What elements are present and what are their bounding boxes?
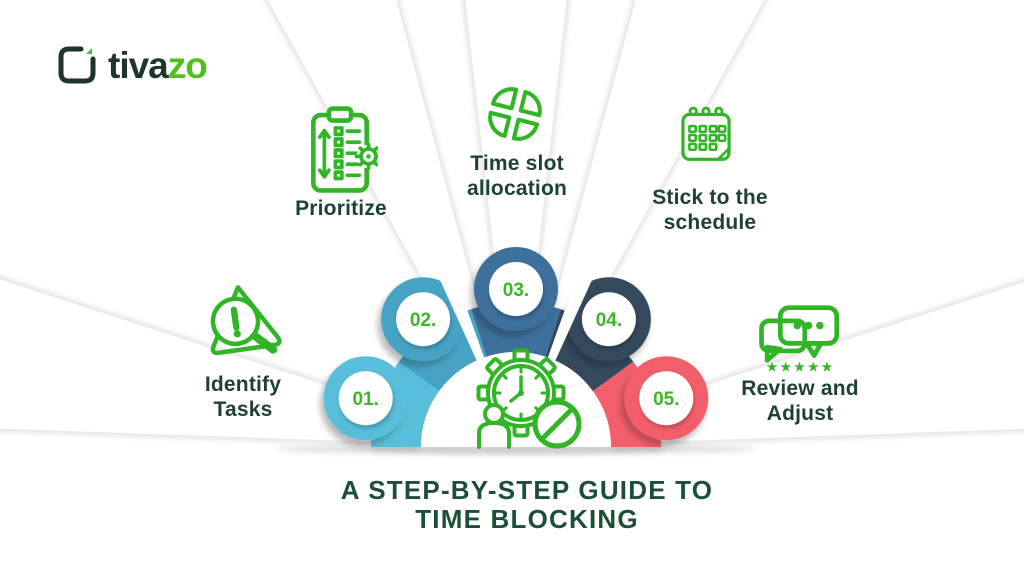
step-number-text: 03. (503, 280, 529, 301)
step-number-circle (396, 292, 451, 347)
step-number-badges: 01. 02. 03. 04. 05. (338, 262, 694, 426)
step-number-text: 01. (352, 389, 378, 410)
identify-tasks-icon (210, 285, 282, 356)
brand-logo: tivazo (56, 44, 208, 86)
step-label-prioritize: Prioritize (295, 197, 387, 220)
step-label-identify-tasks: Identify Tasks (204, 373, 282, 421)
prioritize-icon (311, 106, 378, 193)
baseline-floor (0, 447, 1024, 576)
brand-name: tivazo (108, 44, 208, 86)
step-number-circle (639, 371, 694, 426)
step-number-circle (581, 292, 636, 347)
prohibition-icon (532, 399, 582, 449)
person-icon (477, 403, 511, 449)
rating-stars: ★★★★★ (766, 360, 836, 374)
brand-name-primary: tiva (108, 44, 169, 86)
step-number-text: 05. (653, 389, 679, 410)
calendar-icon (681, 106, 731, 161)
clock-face-icon (492, 364, 550, 422)
chat-bubbles-icon (759, 305, 840, 363)
step-label-time-slot-allocation: Time slot allocation (466, 152, 568, 200)
gear-small-icon (354, 142, 378, 171)
review-adjust-icon: ★★★★★ (754, 302, 848, 374)
step-number-circle (338, 371, 393, 426)
time-slot-allocation-icon (488, 87, 542, 141)
step-label-stick-to-schedule: Stick to the schedule (652, 186, 768, 234)
brand-logo-icon (58, 46, 96, 84)
brand-name-accent: zo (167, 44, 208, 86)
step-label-review-adjust: Review and Adjust (741, 377, 859, 425)
step-number-text: 04. (596, 310, 622, 331)
page-title: A STEP-BY-STEP GUIDE TO TIME BLOCKING (340, 475, 714, 535)
step-number-text: 02. (410, 310, 436, 331)
center-time-management-icon (476, 348, 582, 449)
step-number-circle (489, 262, 543, 316)
